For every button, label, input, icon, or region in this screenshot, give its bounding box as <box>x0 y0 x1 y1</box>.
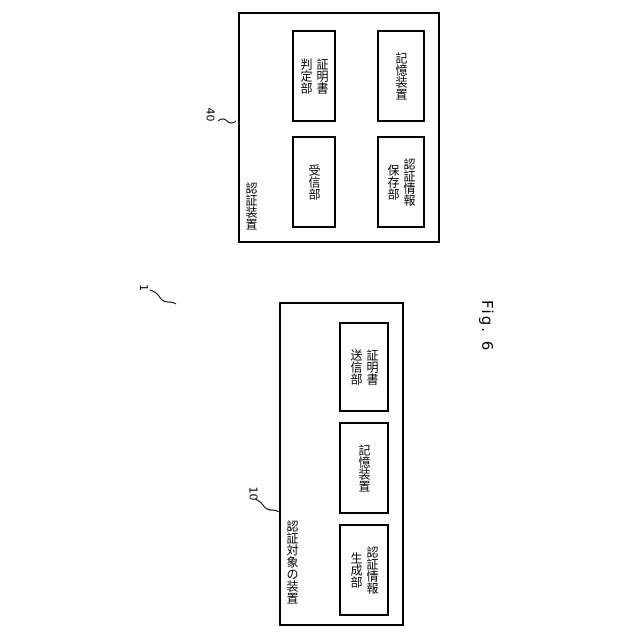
storage-device-43: 記憶装置 <box>377 30 425 122</box>
storage-device-13-label: 記憶装置 <box>356 444 372 492</box>
auth-info-generation-unit: 認証情報 生成部 <box>339 524 389 616</box>
ref-40: 40 <box>204 108 217 122</box>
ref-1: 1 <box>137 284 150 291</box>
storage-device-13: 記憶装置 <box>339 422 389 514</box>
ref-10: 10 <box>247 487 260 501</box>
authentication-device-label: 認証装置 <box>243 182 259 230</box>
auth-info-generation-label: 認証情報 生成部 <box>348 546 380 594</box>
receiving-unit-label: 受信部 <box>306 164 322 200</box>
target-device-label: 認証対象の装置 <box>284 520 300 604</box>
certificate-judgment-unit: 証明書 判定部 <box>292 30 336 122</box>
receiving-unit: 受信部 <box>292 136 336 228</box>
authentication-device-box: 認証装置 証明書 判定部 記憶装置 受信部 認証情報 保存部 <box>238 12 440 243</box>
leader-10 <box>255 499 279 512</box>
leader-40 <box>218 119 236 123</box>
certificate-transmission-label: 証明書 送信部 <box>348 349 380 385</box>
auth-info-storage-unit: 認証情報 保存部 <box>377 136 425 228</box>
auth-info-storage-label: 認証情報 保存部 <box>385 158 417 206</box>
target-device-box: 認証対象の装置 証明書 送信部 記憶装置 認証情報 生成部 <box>279 302 404 626</box>
figure-label: Fig. 6 <box>478 300 496 352</box>
storage-device-43-label: 記憶装置 <box>393 52 409 100</box>
leader-1 <box>150 290 176 304</box>
certificate-judgment-label: 証明書 判定部 <box>298 58 330 94</box>
certificate-transmission-unit: 証明書 送信部 <box>339 322 389 412</box>
